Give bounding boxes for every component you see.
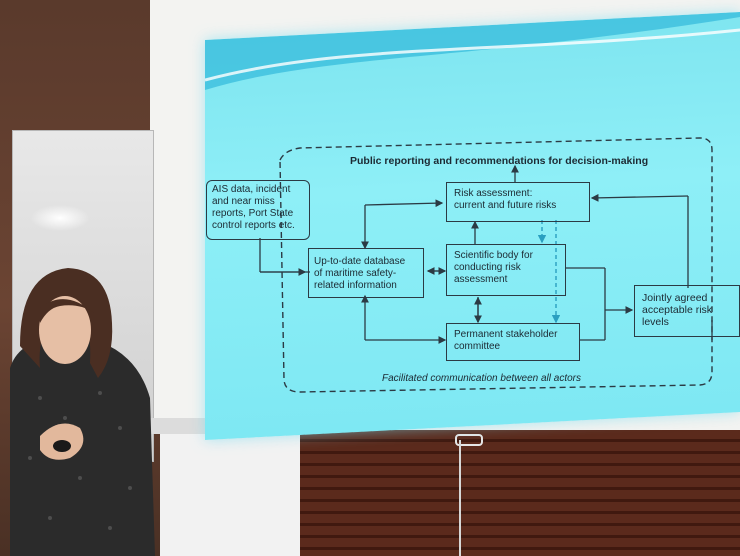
whiteboard-glare: [30, 205, 90, 231]
jointly-agreed-label: Jointly agreed acceptable risk levels: [642, 292, 713, 328]
scientific-body-label: Scientific body for conducting risk asse…: [454, 250, 533, 285]
database-label: Up-to-date database of maritime safety- …: [314, 256, 406, 291]
risk-assessment-label: Risk assessment: current and future risk…: [454, 188, 557, 211]
screen-pull-handle: [455, 434, 483, 446]
source-data-label: AIS data, incident and near miss reports…: [212, 184, 295, 231]
stakeholder-label: Permanent stakeholder committee: [454, 329, 558, 352]
database-box: [308, 248, 424, 298]
wooden-cabinet: [300, 430, 740, 556]
stakeholder-box: [446, 323, 580, 361]
risk-assessment-box: [446, 182, 590, 222]
screen-pull-cord: [459, 440, 461, 556]
projection-screen: [205, 11, 740, 440]
source-data-box: [206, 180, 310, 240]
slide-title: Public reporting and recommendations for…: [350, 155, 649, 167]
presenter-person: [10, 268, 155, 556]
slide-wave-decoration: [205, 11, 740, 90]
slide-footer: Facilitated communication between all ac…: [382, 373, 581, 384]
scientific-body-box: [446, 244, 566, 296]
